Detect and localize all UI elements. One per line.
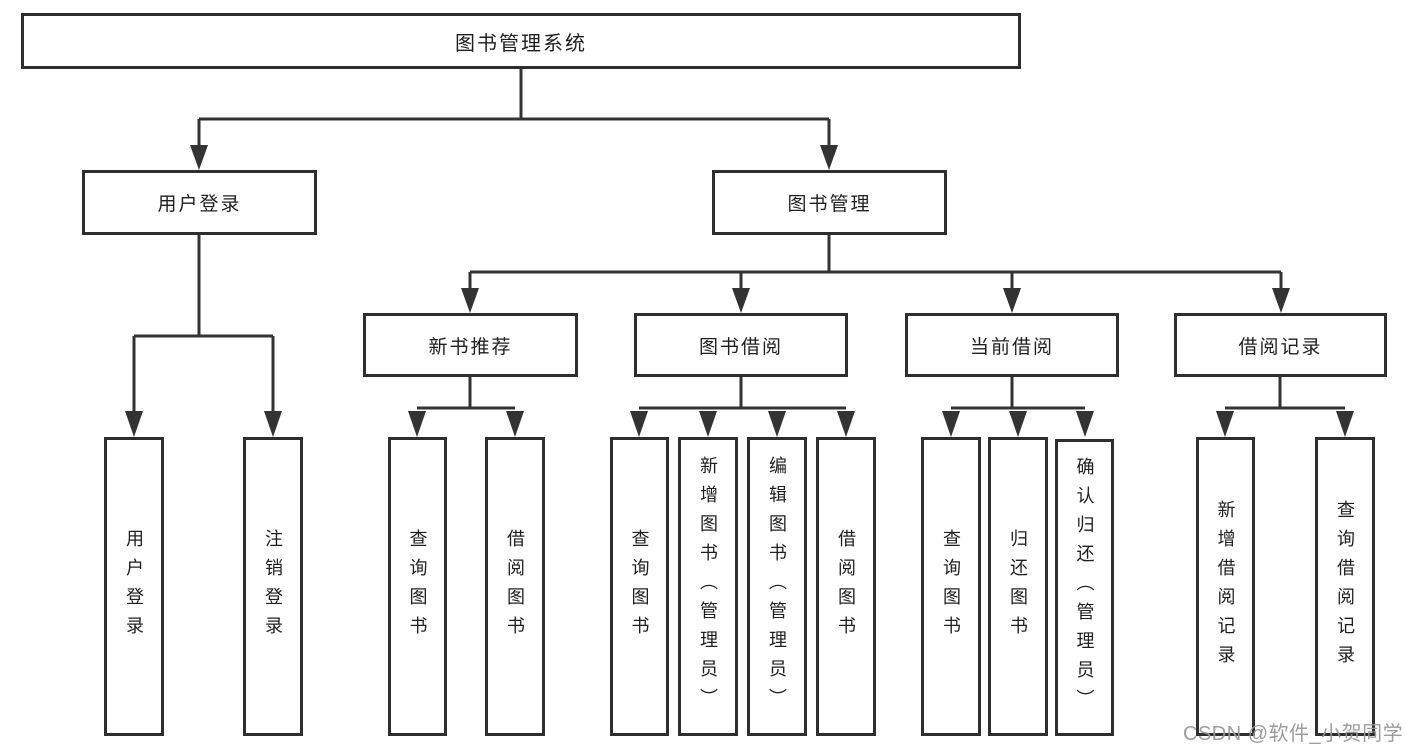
arrowhead	[190, 145, 208, 170]
tree-edges	[132, 69, 1345, 413]
arrowhead	[699, 411, 717, 437]
leaf-logout: 注销登录	[243, 437, 303, 736]
arrowhead	[732, 288, 750, 313]
arrowhead	[461, 288, 479, 313]
leaf-user-login: 用户登录	[104, 437, 164, 736]
leaf-borrow-book-recommend: 借阅图书	[485, 437, 545, 736]
csdn-watermark: CSDN @软件_小贺同学	[1183, 723, 1404, 745]
leaf-confirm-return-admin: 确认归还（管理员）	[1055, 439, 1114, 736]
node-user-login: 用户登录	[82, 170, 317, 235]
node-book-management: 图书管理	[712, 170, 947, 235]
arrowhead	[820, 145, 838, 170]
arrowhead	[768, 411, 786, 437]
arrowhead	[1076, 411, 1094, 437]
leaf-add-borrow-record: 新增借阅记录	[1196, 437, 1255, 736]
node-new-book-recommend: 新书推荐	[363, 313, 578, 377]
arrowhead	[1336, 411, 1354, 437]
leaf-query-book-borrow: 查询图书	[610, 437, 669, 736]
arrowhead	[1009, 411, 1027, 437]
leaf-add-book-admin: 新增图书（管理员）	[678, 437, 738, 736]
node-book-borrowing: 图书借阅	[634, 313, 848, 377]
node-current-borrowing: 当前借阅	[905, 313, 1119, 377]
leaf-query-book-recommend: 查询图书	[388, 437, 447, 736]
arrowhead	[1272, 288, 1290, 313]
leaf-edit-book-admin: 编辑图书（管理员）	[747, 437, 807, 736]
leaf-borrow-book: 借阅图书	[816, 437, 876, 736]
node-root: 图书管理系统	[21, 13, 1021, 69]
leaf-return-book: 归还图书	[988, 437, 1048, 736]
arrowhead	[630, 411, 648, 437]
arrowhead	[408, 411, 426, 437]
arrowhead	[942, 411, 960, 437]
arrowhead	[1216, 411, 1234, 437]
arrowhead	[264, 411, 282, 437]
arrowhead	[1003, 288, 1021, 313]
leaf-query-borrow-record: 查询借阅记录	[1315, 437, 1375, 736]
arrowhead	[837, 411, 855, 437]
arrowhead	[506, 411, 524, 437]
arrowhead	[125, 411, 143, 437]
node-borrowing-records: 借阅记录	[1174, 313, 1387, 377]
leaf-query-book-current: 查询图书	[921, 437, 981, 736]
